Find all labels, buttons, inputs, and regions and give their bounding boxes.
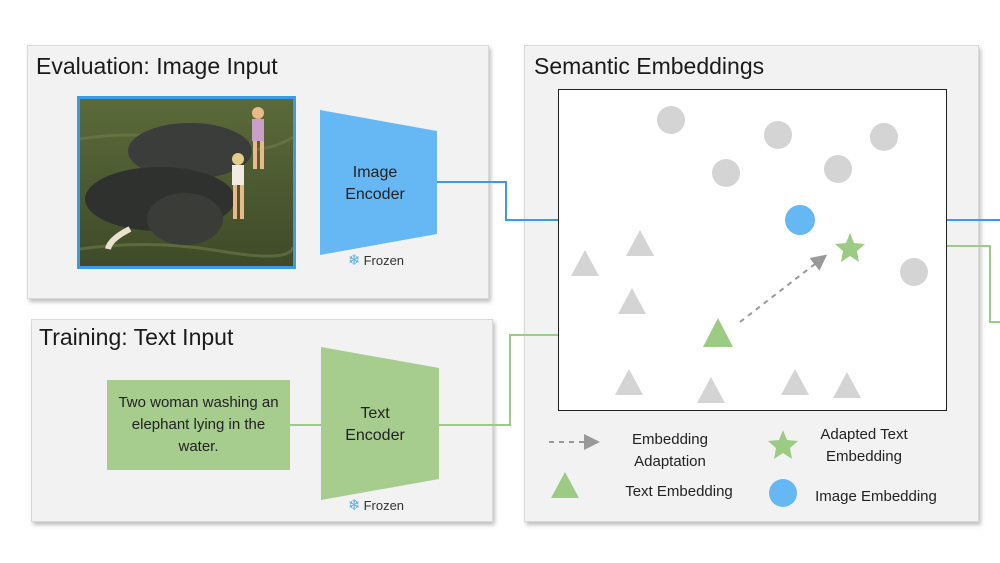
text-input-box: Two woman washing an elephant lying in t… <box>107 380 290 470</box>
legend-circle-icon <box>769 479 797 507</box>
gray-triangle <box>571 250 599 276</box>
adapted-text-embedding-star <box>835 233 865 262</box>
legend-star-icon <box>768 430 798 459</box>
snowflake-icon: ❄ <box>348 252 361 269</box>
frozen-label: Frozen <box>363 497 405 513</box>
legend-text-embedding-label: Text Embedding <box>625 483 733 500</box>
gray-circle <box>824 155 852 183</box>
legend-triangle-icon <box>551 472 579 498</box>
adaptation-arrow <box>739 254 828 323</box>
frozen-label: Frozen <box>363 252 405 268</box>
text-encoder-shape <box>321 347 439 500</box>
legend-image-embedding-label: Image Embedding <box>815 488 937 505</box>
text-encoder-label: Text Encoder <box>345 405 405 444</box>
gray-circle <box>764 121 792 149</box>
text-encoder-frozen: ❄ Frozen <box>348 496 404 514</box>
training-panel-title: Training: Text Input <box>39 324 234 350</box>
gray-triangle <box>833 372 861 398</box>
legend-adapted-text-label: Adapted Text Embedding <box>820 426 908 465</box>
gray-triangle <box>626 230 654 256</box>
gray-triangle <box>697 377 725 403</box>
gray-circle <box>870 123 898 151</box>
gray-triangle <box>618 288 646 314</box>
evaluation-panel-title: Evaluation: Image Input <box>36 53 278 79</box>
text-input-caption: Two woman washing an elephant lying in t… <box>118 394 279 455</box>
image-encoder-frozen: ❄ Frozen <box>348 251 404 269</box>
legend-adaptation-label: Embedding Adaptation <box>632 431 708 470</box>
gray-triangle <box>781 369 809 395</box>
semantic-panel-title: Semantic Embeddings <box>534 53 765 79</box>
gray-triangle <box>615 369 643 395</box>
elephant-photo-icon <box>80 99 293 266</box>
image-encoder-shape <box>320 110 437 255</box>
gray-circle <box>900 258 928 286</box>
input-photo <box>77 96 296 269</box>
text-embedding-point <box>703 318 733 347</box>
gray-circle <box>657 106 685 134</box>
gray-circle <box>712 159 740 187</box>
image-embedding-point <box>785 205 815 235</box>
snowflake-icon: ❄ <box>348 497 361 514</box>
image-encoder-label: Image Encoder <box>345 164 405 203</box>
